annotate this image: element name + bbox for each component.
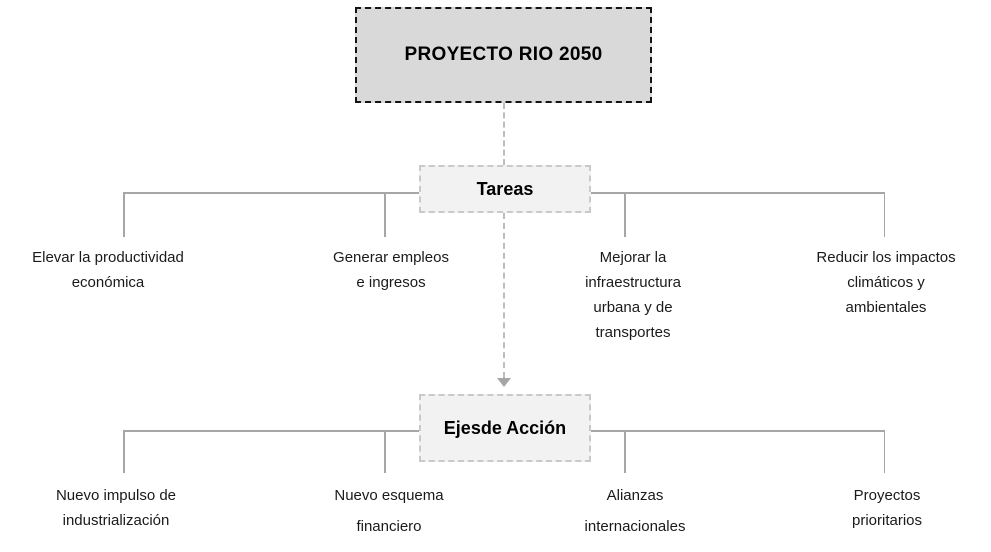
connector-branch-drop	[624, 192, 626, 237]
connector-tareas-to-ejes	[503, 213, 505, 378]
eje-alianzas-internacionales: Alianzas internacionales	[584, 487, 686, 535]
connector-branch-drop	[384, 430, 386, 473]
level-node-tareas: Tareas	[419, 165, 591, 213]
eje-proyectos-prioritarios: Proyectos prioritarios	[851, 487, 923, 529]
tarea-reducir-impactos: Reducir los impactos climáticos y ambien…	[816, 249, 956, 316]
tarea-generar-empleos: Generar empleos e ingresos	[333, 249, 449, 291]
level-node-ejes-de-accion-label: Ejesde Acción	[443, 417, 567, 438]
connector-root-to-tareas	[503, 103, 505, 165]
root-node-label: PROYECTO RIO 2050	[404, 44, 603, 65]
connector-branch-drop	[624, 430, 626, 473]
eje-nuevo-esquema-financiero: Nuevo esquema financiero	[334, 487, 444, 535]
root-node: PROYECTO RIO 2050	[355, 7, 652, 103]
connector-branch-drop	[883, 192, 885, 237]
connector-branch-drop	[123, 192, 125, 237]
level-node-tareas-label: Tareas	[476, 178, 534, 199]
connector-branch-drop	[883, 430, 885, 473]
tarea-mejorar-infraestructura: Mejorar la infraestructura urbana y de t…	[585, 249, 681, 341]
tarea-elevar-productividad: Elevar la productividad económica	[32, 249, 184, 291]
connector-branch-drop	[384, 192, 386, 237]
arrowhead-down-icon	[497, 378, 511, 387]
connector-branch-drop	[123, 430, 125, 473]
level-node-ejes-de-accion: Ejesde Acción	[419, 394, 591, 462]
eje-nuevo-impulso-industrializacion: Nuevo impulso de industrialización	[55, 487, 177, 529]
